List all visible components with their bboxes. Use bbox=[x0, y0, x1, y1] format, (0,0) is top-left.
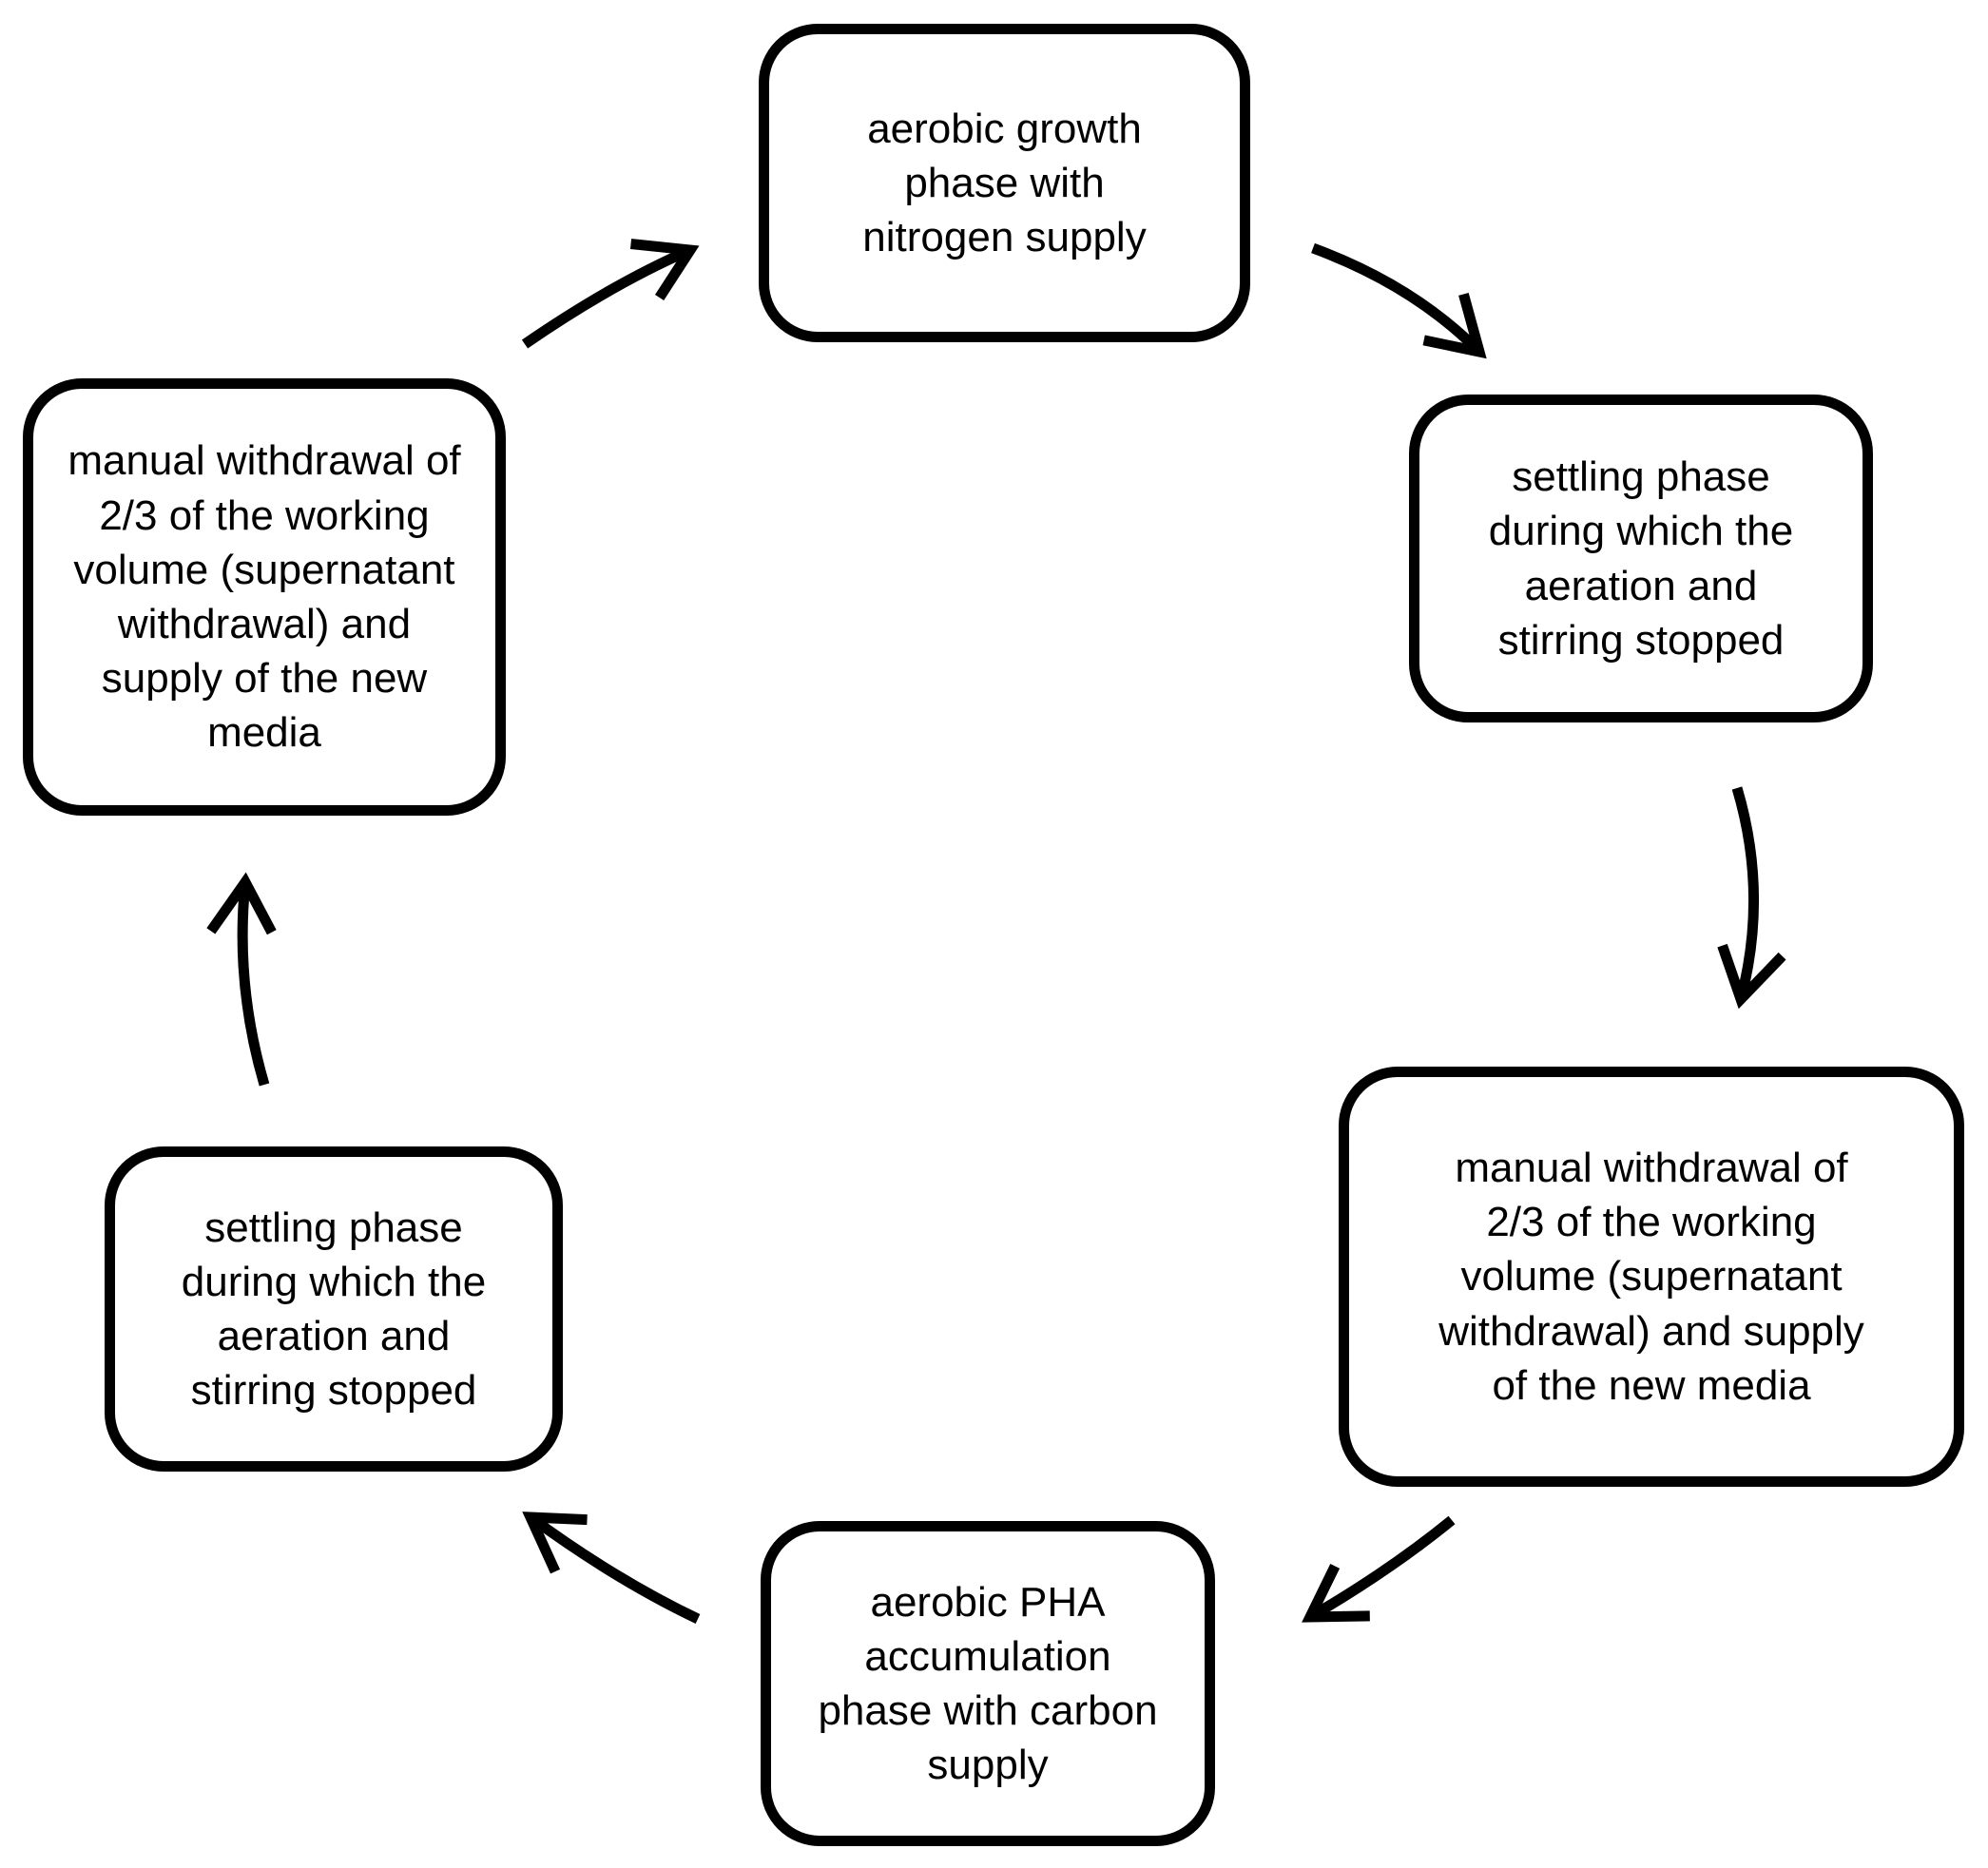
edge-bottom-to-left-lower-arrow bbox=[522, 1512, 701, 1624]
node-manual-withdrawal-right: manual withdrawal of 2/3 of the working … bbox=[1339, 1067, 1964, 1487]
node-label-aerobic-growth-phase: aerobic growth phase with nitrogen suppl… bbox=[862, 105, 1147, 261]
edge-right-lower-to-bottom-arrow bbox=[1302, 1515, 1456, 1623]
edge-top-to-right-upper-arrow bbox=[1311, 242, 1487, 359]
node-settling-phase-right: settling phase during which the aeration… bbox=[1409, 395, 1873, 722]
node-label-settling-phase-right: settling phase during which the aeration… bbox=[1488, 453, 1794, 664]
node-manual-withdrawal-left: manual withdrawal of 2/3 of the working … bbox=[23, 378, 506, 816]
edge-left-lower-to-left-upper-arrow bbox=[206, 872, 277, 1087]
node-label-settling-phase-left: settling phase during which the aeration… bbox=[181, 1204, 487, 1415]
edge-left-upper-to-top-arrow bbox=[521, 239, 700, 349]
node-label-manual-withdrawal-right: manual withdrawal of 2/3 of the working … bbox=[1438, 1145, 1864, 1409]
edge-right-upper-to-right-lower-arrow bbox=[1717, 786, 1786, 1010]
node-aerobic-growth-phase: aerobic growth phase with nitrogen suppl… bbox=[759, 24, 1250, 342]
node-settling-phase-left: settling phase during which the aeration… bbox=[105, 1146, 563, 1472]
node-aerobic-pha-accumulation: aerobic PHA accumulation phase with carb… bbox=[761, 1521, 1215, 1846]
node-label-aerobic-pha-accumulation: aerobic PHA accumulation phase with carb… bbox=[818, 1578, 1158, 1789]
node-label-manual-withdrawal-left: manual withdrawal of 2/3 of the working … bbox=[68, 437, 461, 757]
